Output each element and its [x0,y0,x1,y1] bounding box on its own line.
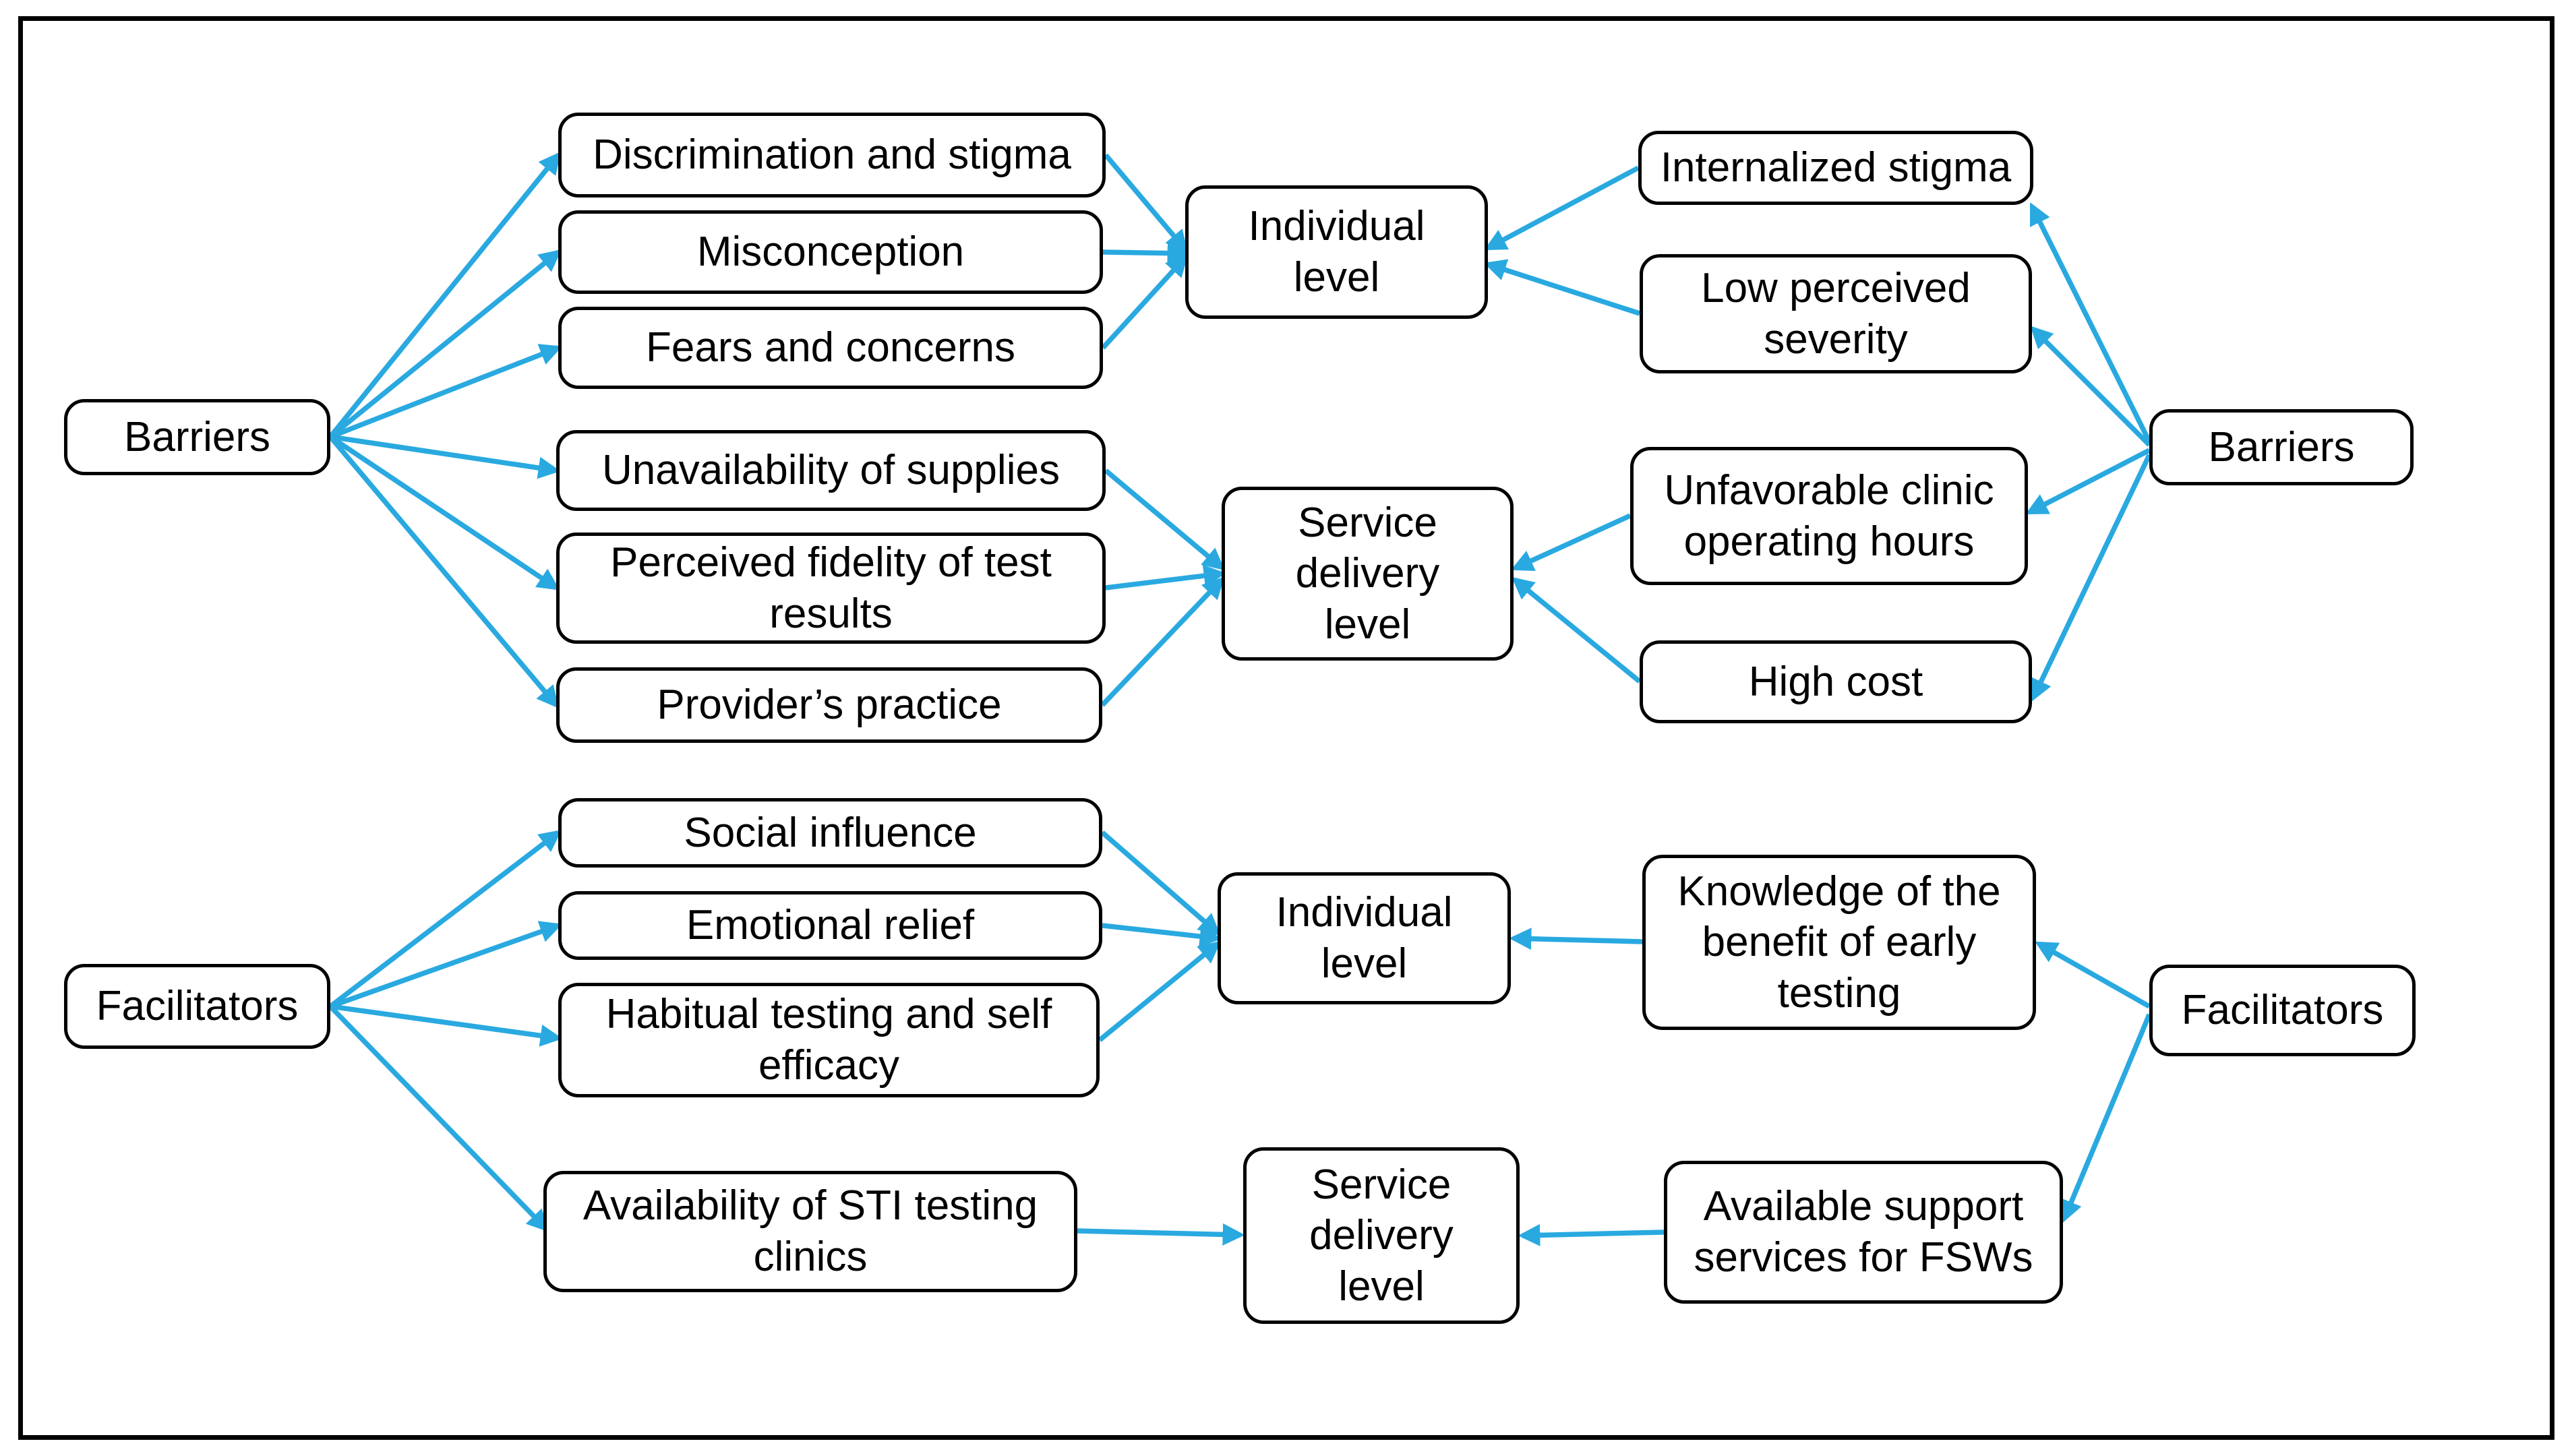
node-misconception: Misconception [558,210,1103,294]
edge-support-serviceBottom [1518,1223,1665,1246]
node-perceived-fidelity: Perceived fidelity of test results [556,533,1106,644]
node-facilitators-right: Facilitators [2149,965,2416,1056]
edge-barriersR-highCost [2031,454,2152,702]
edge-facilitatorsR-support [2060,1013,2152,1223]
node-label: Individual level [1248,203,1425,301]
edge-barriersL-unavailability [330,434,561,479]
node-service-delivery-level-bottom: Service delivery level [1243,1147,1520,1324]
edge-barriersL-misconception [328,249,562,439]
edge-barriersR-lowSeverity [2030,326,2151,447]
edge-facilitatorsL-social [328,829,562,1008]
node-label: Barriers [123,413,271,460]
edge-facilitatorsL-habitual [330,1004,563,1047]
edge-provider-serviceTop [1100,576,1225,707]
edge-highCost-serviceTop [1511,576,1642,684]
edge-facilitatorsL-availability [328,1004,549,1232]
edge-knowledge-individualBottom [1509,928,1643,950]
edge-barriersL-fidelity [328,434,560,590]
node-label: Social influence [684,809,977,856]
node-label: Internalized stigma [1660,144,2012,191]
node-label: Service delivery level [1295,499,1440,648]
node-habitual-testing-self-efficacy: Habitual testing and self efficacy [558,983,1100,1097]
diagram-border [18,16,2554,1440]
node-internalized-stigma: Internalized stigma [1638,131,2033,205]
node-label: Misconception [696,229,965,276]
node-label: Knowledge of the benefit of early testin… [1677,868,2001,1017]
node-label: Emotional relief [686,902,975,949]
node-label: Discrimination and stigma [593,131,1071,179]
edge-availability-serviceBottom [1077,1223,1245,1246]
edge-facilitatorsL-emotional [329,921,563,1009]
node-providers-practice: Provider’s practice [556,667,1102,743]
edge-fears-individualTop [1101,254,1189,350]
edge-internalized-individualTop [1484,165,1640,251]
node-label: High cost [1748,658,1923,705]
node-high-cost: High cost [1640,640,2032,723]
edge-barriersL-discrimination [328,151,562,439]
node-label: Provider’s practice [657,681,1002,729]
node-label: Habitual testing and self efficacy [605,991,1052,1089]
node-emotional-relief: Emotional relief [558,891,1102,960]
edge-discrimination-individualTop [1104,153,1189,253]
node-unfavorable-clinic-hours: Unfavorable clinic operating hours [1630,447,2028,585]
node-fears-and-concerns: Fears and concerns [558,307,1103,389]
edge-social-individualBottom [1100,830,1221,936]
node-individual-level-top: Individual level [1185,185,1488,319]
edge-emotional-individualBottom [1102,923,1222,948]
edge-unavailability-serviceTop [1104,468,1226,571]
edge-habitual-individualBottom [1098,940,1222,1042]
node-label: Low perceived severity [1701,264,1971,363]
node-low-perceived-severity: Low perceived severity [1640,254,2032,373]
node-label: Unavailability of supplies [602,447,1060,494]
node-label: Available support services for FSWs [1694,1183,2033,1281]
node-discrimination-and-stigma: Discrimination and stigma [558,113,1106,198]
node-barriers-right: Barriers [2149,409,2414,485]
node-label: Perceived fidelity of test results [610,539,1052,637]
node-social-influence: Social influence [558,798,1102,868]
node-label: Facilitators [2181,987,2384,1034]
node-available-support-fsws: Available support services for FSWs [1664,1161,2063,1304]
node-individual-level-bottom: Individual level [1218,872,1511,1004]
edge-barriersL-provider [328,435,560,709]
node-label: Facilitators [96,983,299,1030]
edge-unfavorable-serviceTop [1510,513,1632,572]
node-label: Availability of STI testing clinics [582,1182,1038,1280]
edge-misconception-individualTop [1102,242,1190,265]
edge-barriersR-unfavorable [2025,448,2151,515]
node-facilitators-left: Facilitators [64,964,330,1049]
node-label: Fears and concerns [646,324,1015,371]
node-label: Barriers [2208,423,2355,471]
edge-facilitatorsR-knowledge [2035,941,2151,1009]
node-barriers-left: Barriers [64,399,330,475]
edge-barriersR-internalized [2029,202,2152,443]
node-knowledge-early-testing: Knowledge of the benefit of early testin… [1642,855,2036,1030]
edge-fidelity-serviceTop [1105,564,1226,590]
node-label: Individual level [1276,889,1453,987]
node-unavailability-of-supplies: Unavailability of supplies [556,430,1106,511]
node-availability-sti-clinics: Availability of STI testing clinics [543,1171,1077,1292]
edge-barriersL-fears [329,344,563,439]
node-label: Service delivery level [1309,1161,1454,1310]
edge-lowSeverity-individualTop [1483,259,1641,316]
node-label: Unfavorable clinic operating hours [1664,466,1994,565]
node-service-delivery-level-top: Service delivery level [1222,487,1514,661]
